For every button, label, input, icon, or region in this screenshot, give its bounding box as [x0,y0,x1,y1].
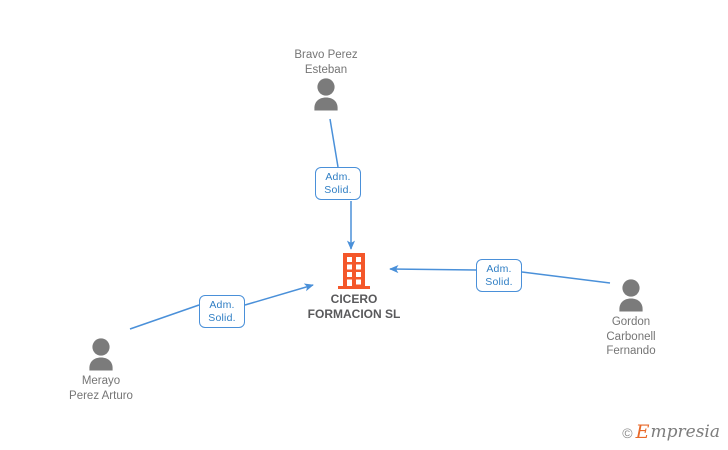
relation-label-adm-solid[interactable]: Adm. Solid. [199,295,245,328]
person-name-label: Merayo Perez Arturo [69,375,133,402]
company-name-label: CICERO FORMACION SL [307,292,401,321]
relation-label-adm-solid[interactable]: Adm. Solid. [315,167,361,200]
node-person[interactable]: Gordon Carbonell Fernando [551,278,711,359]
person-icon [89,338,113,371]
person-name-label: Bravo Perez Esteban [294,49,358,76]
watermark-empresia: © E mpresia [622,423,720,442]
person-icon [619,279,643,312]
brand-name: mpresia [650,422,721,442]
person-icon [314,78,338,111]
edge-bravo-to-company-upper [329,118,339,168]
person-name-label: Gordon Carbonell Fernando [606,316,656,357]
node-company[interactable]: CICERO FORMACION SL [264,252,444,321]
relation-label-adm-solid[interactable]: Adm. Solid. [476,259,522,292]
node-person[interactable]: Bravo Perez Esteban [246,48,406,111]
building-icon [338,253,370,289]
node-person[interactable]: Merayo Perez Arturo [21,337,181,403]
brand-initial: E [635,421,650,443]
edge-merayo-to-company-lower [129,304,200,330]
copyright-icon: © [622,424,633,441]
